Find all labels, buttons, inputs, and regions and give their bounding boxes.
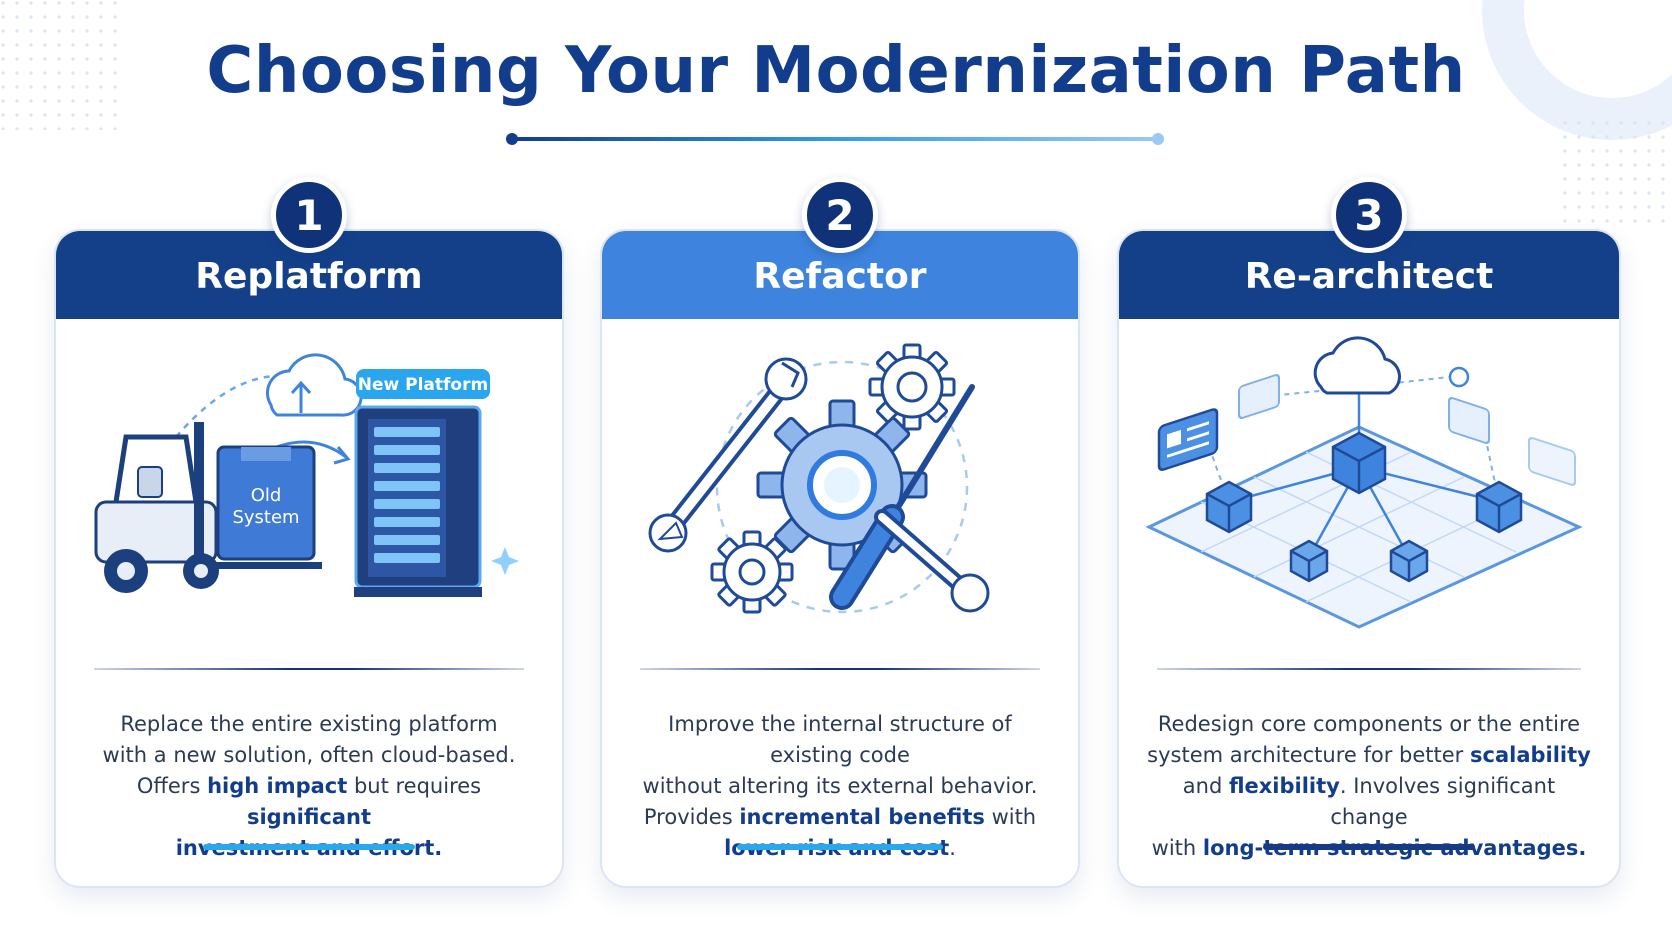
step-badge-2: 2: [802, 177, 878, 253]
emphasis-text: significant: [246, 805, 372, 829]
decorative-dot-grid-left: [0, 0, 120, 130]
cloud-upload-icon: [265, 353, 363, 417]
replatform-illustration: Old System New Platform: [56, 327, 562, 886]
description-text: Offers: [136, 774, 208, 798]
card-accent-bar: [1263, 844, 1475, 850]
emphasis-text: incremental benefits: [739, 805, 985, 829]
network-node-cubes: [1205, 431, 1523, 583]
gear-icon-large: [756, 399, 928, 571]
forklift-icon: [94, 422, 322, 593]
card-replatform: Replatform: [54, 229, 564, 888]
card-heading: Replatform: [195, 255, 423, 297]
card-accent-bar: [737, 844, 943, 850]
description-text: with: [984, 805, 1037, 829]
re-architect-illustration: [1119, 327, 1619, 886]
new-platform-label: New Platform: [358, 375, 488, 395]
card-divider: [640, 668, 1040, 670]
description-text: with a new solution, often cloud-based.: [102, 743, 516, 767]
card-divider: [94, 668, 524, 670]
description-text: with: [1151, 836, 1203, 860]
screwdriver-icon: [829, 384, 975, 610]
card-refactor: Refactor: [600, 229, 1080, 888]
description-text: and: [1182, 774, 1229, 798]
cloud-icon: [1313, 336, 1401, 395]
refactor-illustration: [602, 327, 1078, 886]
gear-icon-small-top: [868, 343, 956, 431]
card-re-architect: Re-architect: [1117, 229, 1621, 888]
emphasis-text: flexibility: [1228, 774, 1340, 798]
description-text: Redesign core components or the entire: [1157, 712, 1581, 736]
description-text: Improve the internal structure of existi…: [668, 712, 1012, 767]
card-description: Improve the internal structure of existi…: [626, 709, 1054, 864]
system-label: System: [232, 507, 299, 528]
wrench-icon-right: [874, 509, 990, 613]
emphasis-text: high impact: [207, 774, 348, 798]
gear-icon-small-bottom: [710, 530, 794, 614]
card-description: Replace the entire existing platform with…: [80, 709, 538, 864]
description-text: Provides: [643, 805, 740, 829]
card-heading: Re-architect: [1244, 255, 1494, 297]
card-accent-bar: [203, 844, 415, 850]
card-description: Redesign core components or the entire sy…: [1143, 709, 1595, 864]
step-badge-3: 3: [1331, 177, 1407, 253]
description-text: without altering its external behavior.: [642, 774, 1038, 798]
floating-panel-icons: [1157, 366, 1576, 486]
emphasis-text: scalability: [1470, 743, 1591, 767]
card-divider: [1157, 668, 1581, 670]
server-rack-icon: [354, 405, 519, 597]
page-title: Choosing Your Modernization Path: [206, 34, 1466, 108]
wrench-icon: [648, 357, 808, 553]
old-label: Old: [251, 485, 282, 506]
step-badge-1: 1: [271, 177, 347, 253]
card-heading: Refactor: [753, 255, 927, 297]
description-text: system architecture for better: [1147, 743, 1470, 767]
description-text: .: [949, 836, 956, 860]
title-underline: [506, 133, 1164, 145]
new-platform-tag: New Platform: [356, 369, 490, 399]
decorative-dot-grid-right: [1562, 120, 1672, 230]
old-system-box: Old System: [216, 445, 316, 561]
description-text: Replace the entire existing platform: [120, 712, 498, 736]
description-text: . Involves significant change: [1330, 774, 1556, 829]
description-text: but requires: [347, 774, 482, 798]
